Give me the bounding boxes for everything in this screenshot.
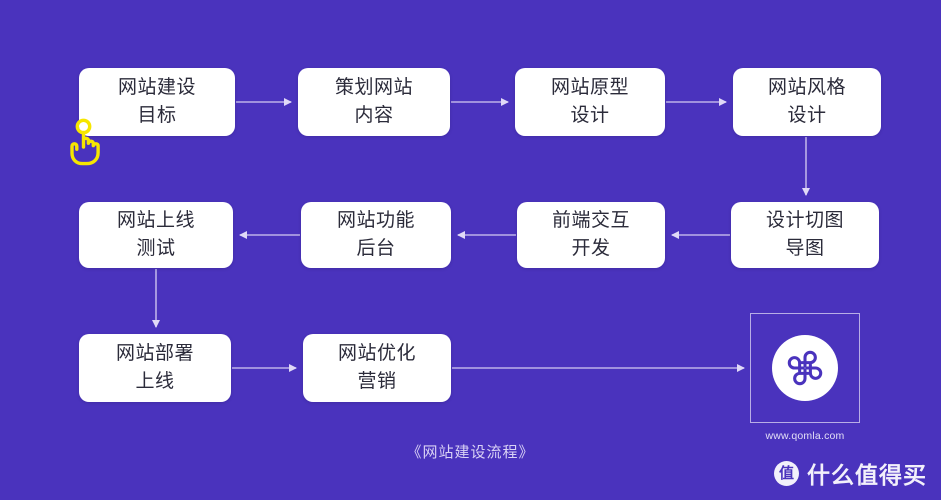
brand-logo-frame[interactable] [750, 313, 860, 423]
flow-node-line2: 目标 [137, 105, 177, 126]
flow-node-line2: 上线 [135, 371, 175, 392]
flow-node-design-slicing[interactable]: 设计切图 导图 [731, 202, 879, 268]
flow-node-line2: 测试 [136, 238, 176, 259]
flow-node-launch-test[interactable]: 网站上线 测试 [79, 202, 233, 268]
brand-url: www.qomla.com [765, 430, 845, 442]
tap-hand-cursor-icon [70, 118, 100, 166]
flow-node-line2: 内容 [354, 105, 394, 126]
flow-node-line1: 网站优化 [337, 343, 416, 365]
flow-node-line1: 前端交互 [551, 210, 630, 232]
watermark: 值 什么值得买 [774, 456, 927, 490]
logo-disc [772, 335, 838, 401]
flow-node-line2: 设计 [787, 105, 827, 126]
flow-node-frontend-dev[interactable]: 前端交互 开发 [517, 202, 665, 268]
flow-node-line2: 设计 [570, 105, 610, 126]
flow-node-line1: 网站上线 [116, 210, 195, 232]
flow-node-line1: 设计切图 [765, 210, 844, 232]
flow-node-line1: 策划网站 [334, 77, 413, 99]
watermark-text: 什么值得买 [807, 462, 927, 488]
flow-node-deploy-online[interactable]: 网站部署 上线 [79, 334, 231, 402]
flow-node-website-goal[interactable]: 网站建设 目标 [79, 68, 235, 136]
flow-node-plan-content[interactable]: 策划网站 内容 [298, 68, 450, 136]
clover-loops-logo-icon [787, 350, 823, 386]
flow-node-function-backend[interactable]: 网站功能 后台 [301, 202, 451, 268]
flow-node-line2: 开发 [571, 238, 611, 259]
flow-node-line1: 网站部署 [115, 343, 194, 365]
flow-node-line1: 网站建设 [117, 77, 196, 99]
flow-node-line1: 网站风格 [767, 77, 846, 99]
flow-node-prototype-design[interactable]: 网站原型 设计 [515, 68, 665, 136]
flow-node-line2: 导图 [785, 238, 825, 259]
diagram-caption: 《网站建设流程》 [406, 444, 535, 461]
flow-node-style-design[interactable]: 网站风格 设计 [733, 68, 881, 136]
flow-node-line1: 网站功能 [336, 210, 415, 232]
flow-node-line1: 网站原型 [550, 77, 629, 99]
flow-node-line2: 后台 [356, 238, 396, 259]
flow-node-line2: 营销 [357, 371, 397, 392]
flow-node-optimize-marketing[interactable]: 网站优化 营销 [303, 334, 451, 402]
watermark-badge-icon: 值 [774, 460, 799, 486]
